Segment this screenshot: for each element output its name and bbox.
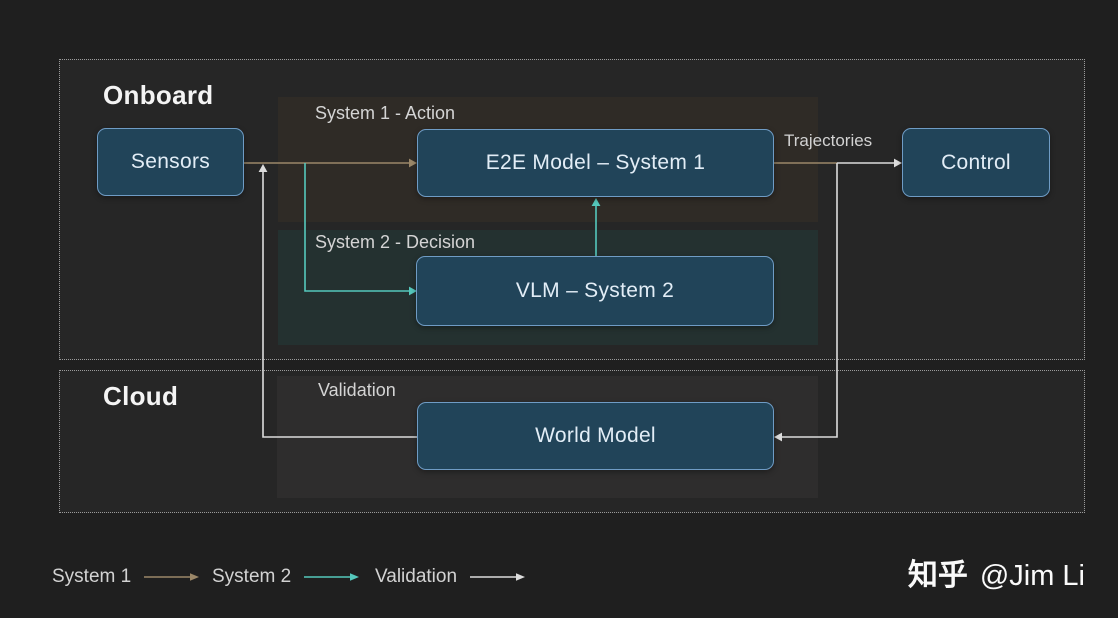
legend-system1-label: System 1 [52, 566, 132, 587]
legend-system1-arrowhead [190, 573, 200, 581]
watermark: 知乎 @Jim Li [908, 550, 1085, 594]
legend-item-system1: System 1 [52, 565, 201, 589]
legend-validation-label: Validation [375, 566, 458, 587]
world-model-node-label: World Model [535, 424, 656, 447]
e2e-model-system1-node-label: E2E Model – System 1 [485, 151, 706, 174]
system1-action-region-label: System 1 - Action [315, 103, 456, 123]
legend-system2-arrow-icon [304, 573, 360, 581]
validation-region-label: Validation [318, 380, 396, 400]
zhihu-logo-text: 知乎 [907, 559, 968, 592]
legend-item-validation: Validation [375, 565, 527, 589]
control-node-label: Control [941, 150, 1011, 174]
legend-validation-arrowhead [516, 573, 526, 581]
sensors-node: Sensors [97, 128, 244, 196]
legend-item-system2: System 2 [212, 565, 361, 589]
trajectories-edge-label: Trajectories [784, 131, 873, 150]
vlm-system2-node: VLM – System 2 [416, 256, 774, 326]
vlm-system2-node-label: VLM – System 2 [515, 279, 675, 302]
cloud-section-title: Cloud [103, 381, 179, 411]
legend-system1-arrow-icon [144, 573, 200, 581]
watermark-author: @Jim Li [979, 560, 1085, 592]
control-node: Control [902, 128, 1050, 197]
system2-decision-region-label: System 2 - Decision [315, 232, 476, 252]
legend-system2-arrowhead [350, 573, 360, 581]
sensors-node-label: Sensors [130, 150, 211, 173]
e2e-model-system1-node: E2E Model – System 1 [417, 129, 774, 197]
legend-system2-label: System 2 [212, 566, 292, 587]
legend-validation-arrow-icon [470, 573, 526, 581]
onboard-section-title: Onboard [103, 80, 214, 110]
world-model-node: World Model [417, 402, 774, 470]
